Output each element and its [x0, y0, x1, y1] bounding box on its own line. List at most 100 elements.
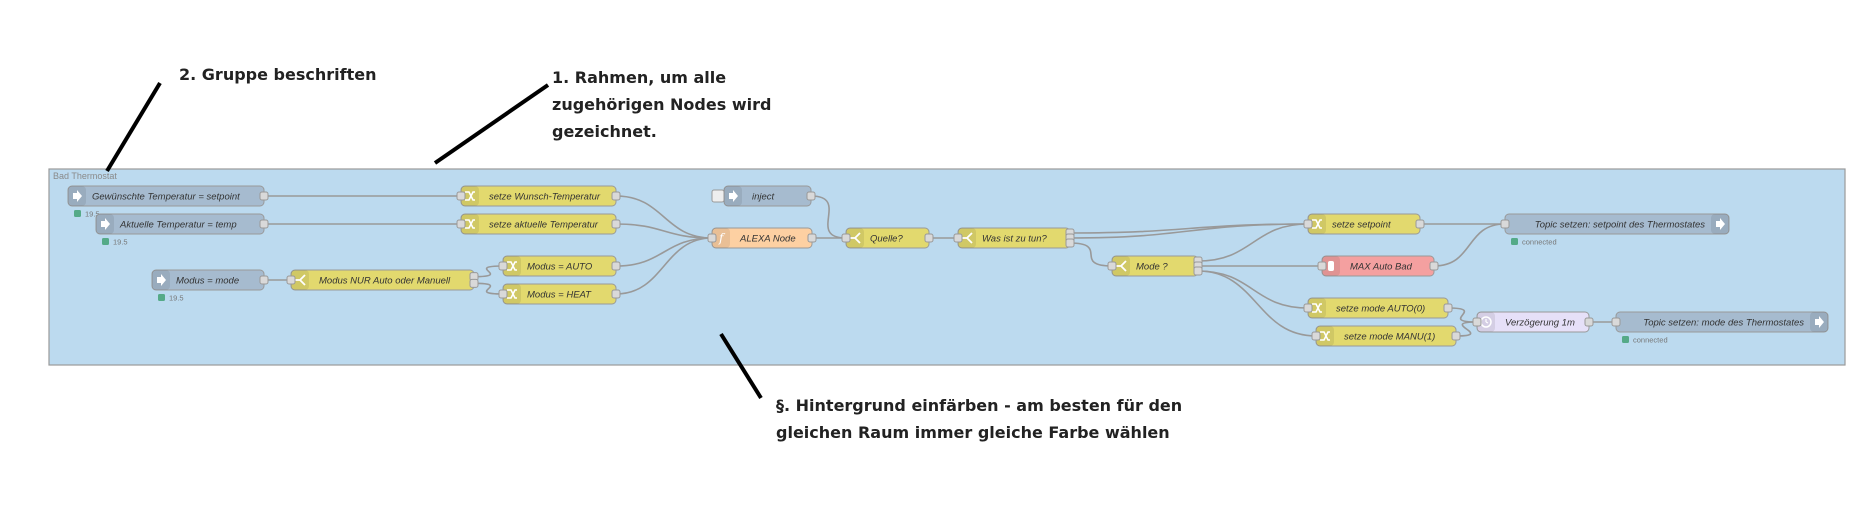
- output-port[interactable]: [1193, 266, 1203, 276]
- node-inject[interactable]: inject: [711, 185, 816, 207]
- wire[interactable]: [1197, 270, 1317, 337]
- wire[interactable]: [1069, 242, 1113, 267]
- input-port[interactable]: [1311, 331, 1321, 341]
- shuffle-icon: [465, 219, 475, 229]
- node-change[interactable]: setze mode AUTO(0): [1303, 297, 1453, 319]
- switch-icon: [295, 274, 306, 286]
- input-port[interactable]: [1317, 261, 1327, 271]
- wire[interactable]: [615, 195, 713, 239]
- node-label: setze mode MANU(1): [1344, 332, 1435, 343]
- output-port[interactable]: [1443, 303, 1453, 313]
- output-port[interactable]: [1415, 219, 1425, 229]
- output-port[interactable]: [1584, 317, 1594, 327]
- output-port[interactable]: [259, 275, 269, 285]
- input-port[interactable]: [953, 233, 963, 243]
- wire[interactable]: [1433, 223, 1506, 267]
- switch-icon: [1116, 260, 1127, 272]
- input-port[interactable]: [841, 233, 851, 243]
- annotation-frame-line2: zugehörigen Nodes wird: [552, 95, 772, 114]
- wire[interactable]: [1447, 307, 1478, 323]
- wire[interactable]: [1069, 223, 1309, 239]
- input-port[interactable]: [286, 275, 296, 285]
- output-port[interactable]: [806, 191, 816, 201]
- node-change[interactable]: setze setpoint: [1303, 213, 1425, 235]
- input-arrow-icon: [73, 190, 82, 202]
- node-status: connected: [1633, 336, 1668, 345]
- wire[interactable]: [1197, 223, 1309, 262]
- output-port[interactable]: [469, 278, 479, 288]
- group-frame[interactable]: [48, 168, 1846, 366]
- input-port[interactable]: [498, 261, 508, 271]
- node-label: setze Wunsch-Temperatur: [489, 192, 601, 203]
- output-port[interactable]: [807, 233, 817, 243]
- node-label: Modus = AUTO: [527, 262, 593, 273]
- annotation-background-line1: §. Hintergrund einfärben - am besten für…: [776, 396, 1183, 415]
- output-port[interactable]: [1451, 331, 1461, 341]
- node-label: MAX Auto Bad: [1350, 262, 1413, 273]
- input-port[interactable]: [1611, 317, 1621, 327]
- node-change[interactable]: setze aktuelle Temperatur: [456, 213, 621, 235]
- input-port[interactable]: [456, 219, 466, 229]
- svg-text:f: f: [718, 231, 726, 245]
- shuffle-icon: [465, 191, 475, 201]
- node-change[interactable]: setze Wunsch-Temperatur: [456, 185, 621, 207]
- status-dot: [74, 210, 81, 217]
- max-icon: [1328, 261, 1334, 271]
- output-port[interactable]: [611, 261, 621, 271]
- shuffle-icon: [507, 261, 517, 271]
- output-port[interactable]: [611, 289, 621, 299]
- input-port[interactable]: [707, 233, 717, 243]
- output-port[interactable]: [924, 233, 934, 243]
- node-label: Topic setzen: mode des Thermostates: [1643, 318, 1804, 329]
- inject-button[interactable]: [711, 189, 725, 203]
- node-label: Aktuelle Temperatur = temp: [119, 220, 237, 231]
- node-output[interactable]: Topic setzen: setpoint des Thermostatesc…: [1500, 213, 1730, 247]
- node-label: setze setpoint: [1332, 220, 1391, 231]
- node-change[interactable]: setze mode MANU(1): [1311, 325, 1461, 347]
- node-label: Modus = HEAT: [527, 290, 592, 301]
- input-port[interactable]: [456, 191, 466, 201]
- wire[interactable]: [615, 237, 713, 267]
- node-switch[interactable]: Quelle?: [841, 227, 934, 249]
- output-port[interactable]: [611, 191, 621, 201]
- wire[interactable]: [473, 265, 504, 278]
- wire[interactable]: [1455, 321, 1478, 337]
- node-switch[interactable]: Modus NUR Auto oder Manuell: [286, 269, 479, 291]
- node-output[interactable]: Topic setzen: mode des Thermostates conne…: [1611, 311, 1829, 345]
- shuffle-icon: [507, 289, 517, 299]
- node-max[interactable]: MAX Auto Bad: [1317, 255, 1439, 277]
- input-port[interactable]: [1107, 261, 1117, 271]
- input-arrow-icon: [101, 218, 110, 230]
- wire[interactable]: [473, 282, 504, 295]
- node-delay[interactable]: Verzögerung 1m: [1472, 311, 1594, 333]
- node-label: Modus NUR Auto oder Manuell: [319, 276, 451, 287]
- output-port[interactable]: [1429, 261, 1439, 271]
- node-change[interactable]: Modus = HEAT: [498, 283, 621, 305]
- pointer-line-group-label: [105, 81, 162, 173]
- input-port[interactable]: [1472, 317, 1482, 327]
- node-input[interactable]: Aktuelle Temperatur = temp 19.5: [95, 213, 269, 247]
- output-arrow-icon: [1716, 218, 1725, 230]
- output-port[interactable]: [611, 219, 621, 229]
- input-port[interactable]: [1303, 303, 1313, 313]
- wire[interactable]: [615, 237, 713, 295]
- output-port[interactable]: [259, 191, 269, 201]
- node-label: Verzögerung 1m: [1505, 318, 1575, 329]
- wire[interactable]: [810, 195, 847, 239]
- node-switch[interactable]: Mode ?: [1107, 255, 1203, 277]
- input-port[interactable]: [1500, 219, 1510, 229]
- output-port[interactable]: [259, 219, 269, 229]
- pointer-line-frame: [433, 83, 550, 165]
- node-switch[interactable]: Was ist zu tun?: [953, 227, 1075, 249]
- wire[interactable]: [615, 223, 713, 239]
- node-status: 19.5: [113, 238, 128, 247]
- input-port[interactable]: [498, 289, 508, 299]
- node-change[interactable]: Modus = AUTO: [498, 255, 621, 277]
- annotation-frame-line3: gezeichnet.: [552, 122, 657, 141]
- output-port[interactable]: [1065, 238, 1075, 248]
- input-port[interactable]: [1303, 219, 1313, 229]
